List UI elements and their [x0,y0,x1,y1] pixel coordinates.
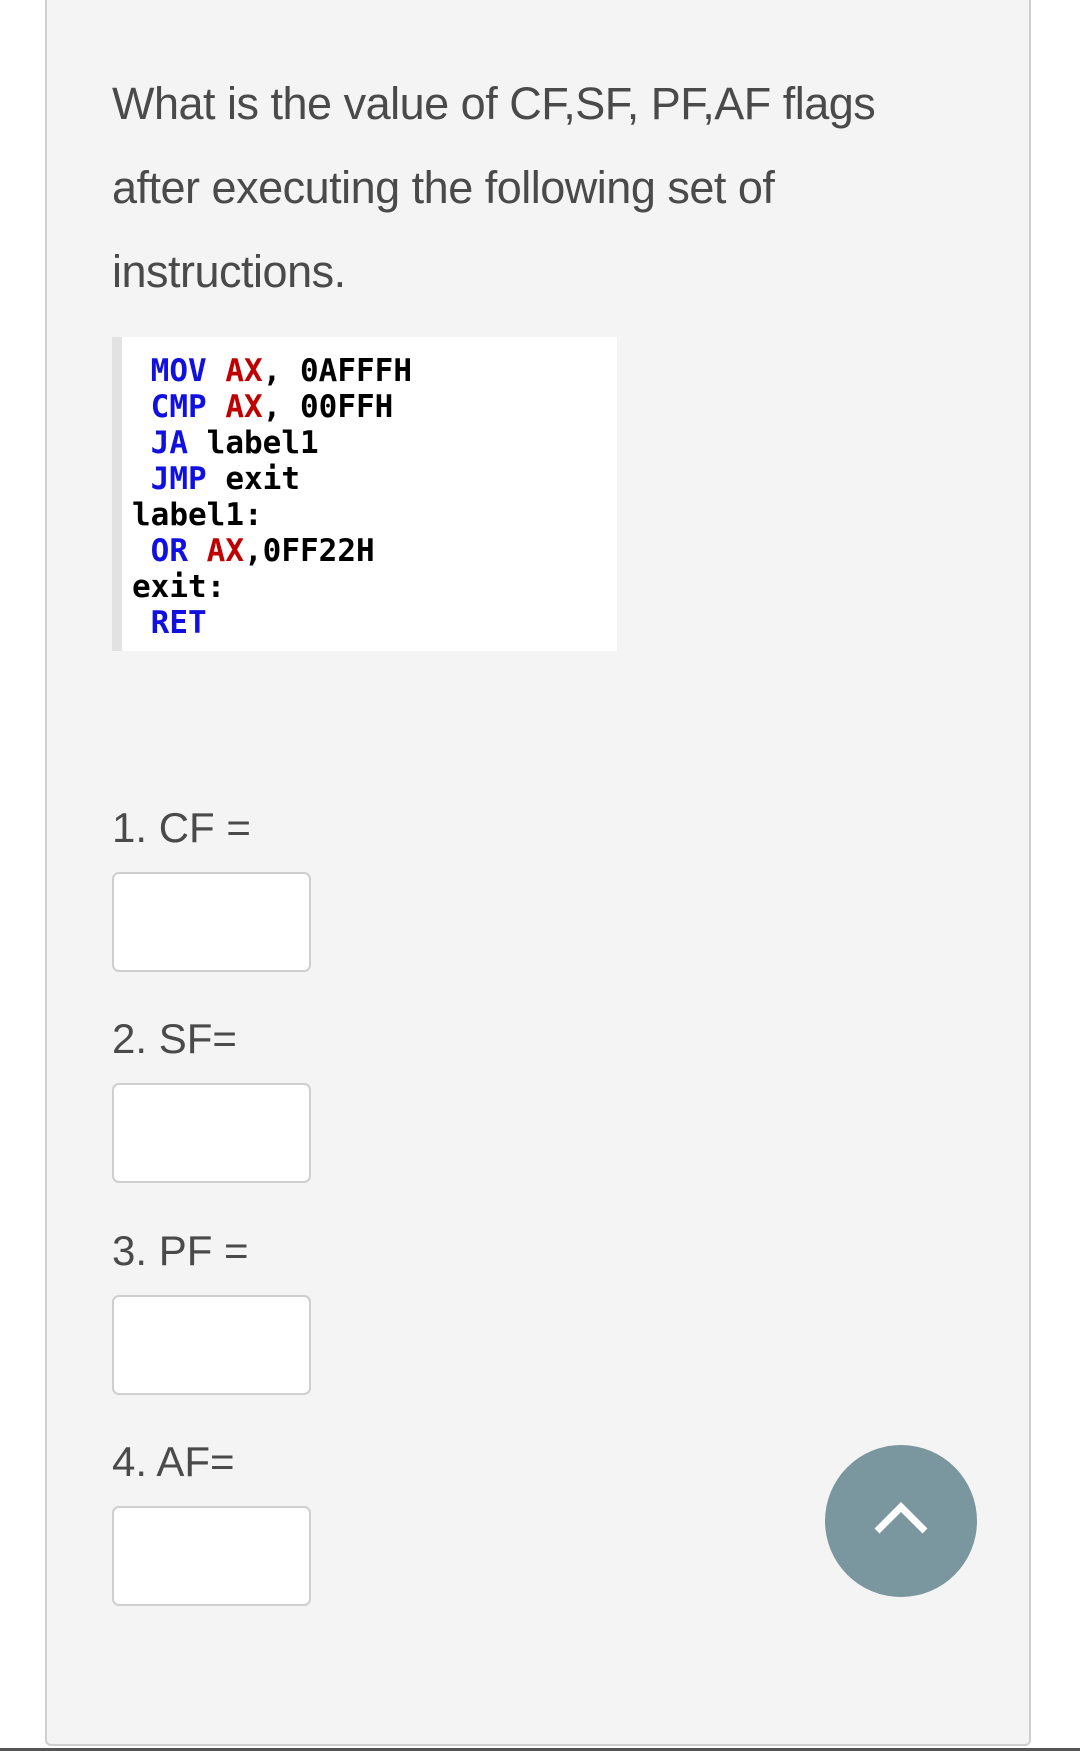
code-operand: label1 [188,425,319,461]
question-text: What is the value of CF,SF, PF,AF flags … [112,78,876,297]
sf-label: 2. SF= [112,1015,237,1062]
pf-input[interactable] [112,1295,311,1395]
code-operand: , 00FFH [262,389,394,425]
code-opcode: OR [150,533,188,569]
code-opcode: MOV [150,353,207,389]
bottom-divider [0,1748,1080,1751]
code-indent [132,425,151,461]
code-operand: ,0FF22H [244,533,375,569]
code-indent [132,605,151,641]
code-line: CMP AX, 00FFH [132,389,412,425]
code-indent [132,533,151,569]
code-snippet-image: MOV AX, 0AFFFH CMP AX, 00FFH JA label1 J… [112,337,617,651]
chevron-up-icon [874,1502,928,1534]
code-opcode: JMP [150,461,207,497]
code-line: MOV AX, 0AFFFH [132,353,412,389]
code-indent [132,353,151,389]
code-line: exit: [132,569,412,605]
af-input[interactable] [112,1506,311,1606]
scroll-to-top-button[interactable] [825,1445,977,1597]
code-opcode: RET [150,605,207,641]
cf-label: 1. CF = [112,804,251,851]
pf-label: 3. PF = [112,1227,249,1274]
code-opcode: JA [150,425,188,461]
code-register: AX [225,353,263,389]
code-line: OR AX,0FF22H [132,533,412,569]
assembly-code: MOV AX, 0AFFFH CMP AX, 00FFH JA label1 J… [132,353,412,641]
code-register: AX [206,533,244,569]
code-operand: exit: [132,569,226,605]
code-indent [132,389,151,425]
code-indent [132,461,151,497]
code-operand: label1: [132,497,263,533]
code-register: AX [225,389,263,425]
code-line: JMP exit [132,461,412,497]
code-line: label1: [132,497,412,533]
code-operand: , 0AFFFH [262,353,412,389]
code-left-bar [112,337,122,651]
code-opcode: CMP [150,389,207,425]
code-operand: exit [206,461,300,497]
sf-input[interactable] [112,1083,311,1183]
af-label: 4. AF= [112,1438,235,1485]
code-line: RET [132,605,412,641]
cf-input[interactable] [112,872,311,972]
code-line: JA label1 [132,425,412,461]
